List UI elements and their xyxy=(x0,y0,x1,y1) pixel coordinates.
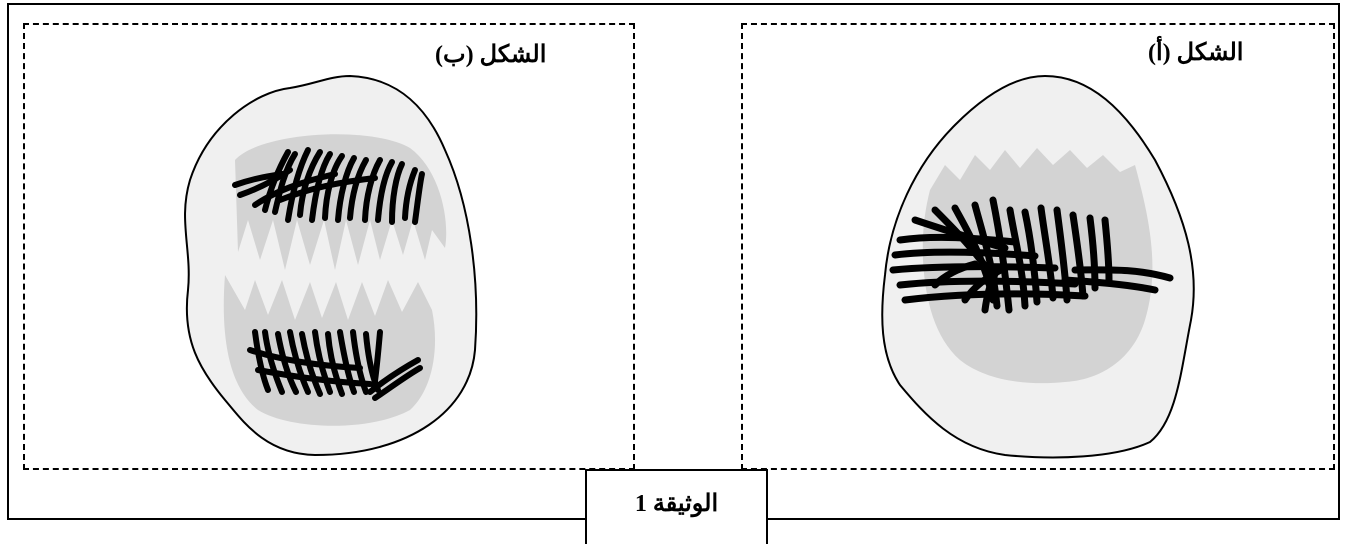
document-caption: الوثيقة 1 xyxy=(587,489,766,518)
figure-a-label: الشكل (أ) xyxy=(1148,38,1243,67)
figure-a-cell-diagram xyxy=(875,70,1205,465)
document-caption-box: الوثيقة 1 xyxy=(585,469,768,544)
figure-b-cell-diagram xyxy=(170,70,490,465)
figure-b-label: الشكل (ب) xyxy=(435,40,546,69)
